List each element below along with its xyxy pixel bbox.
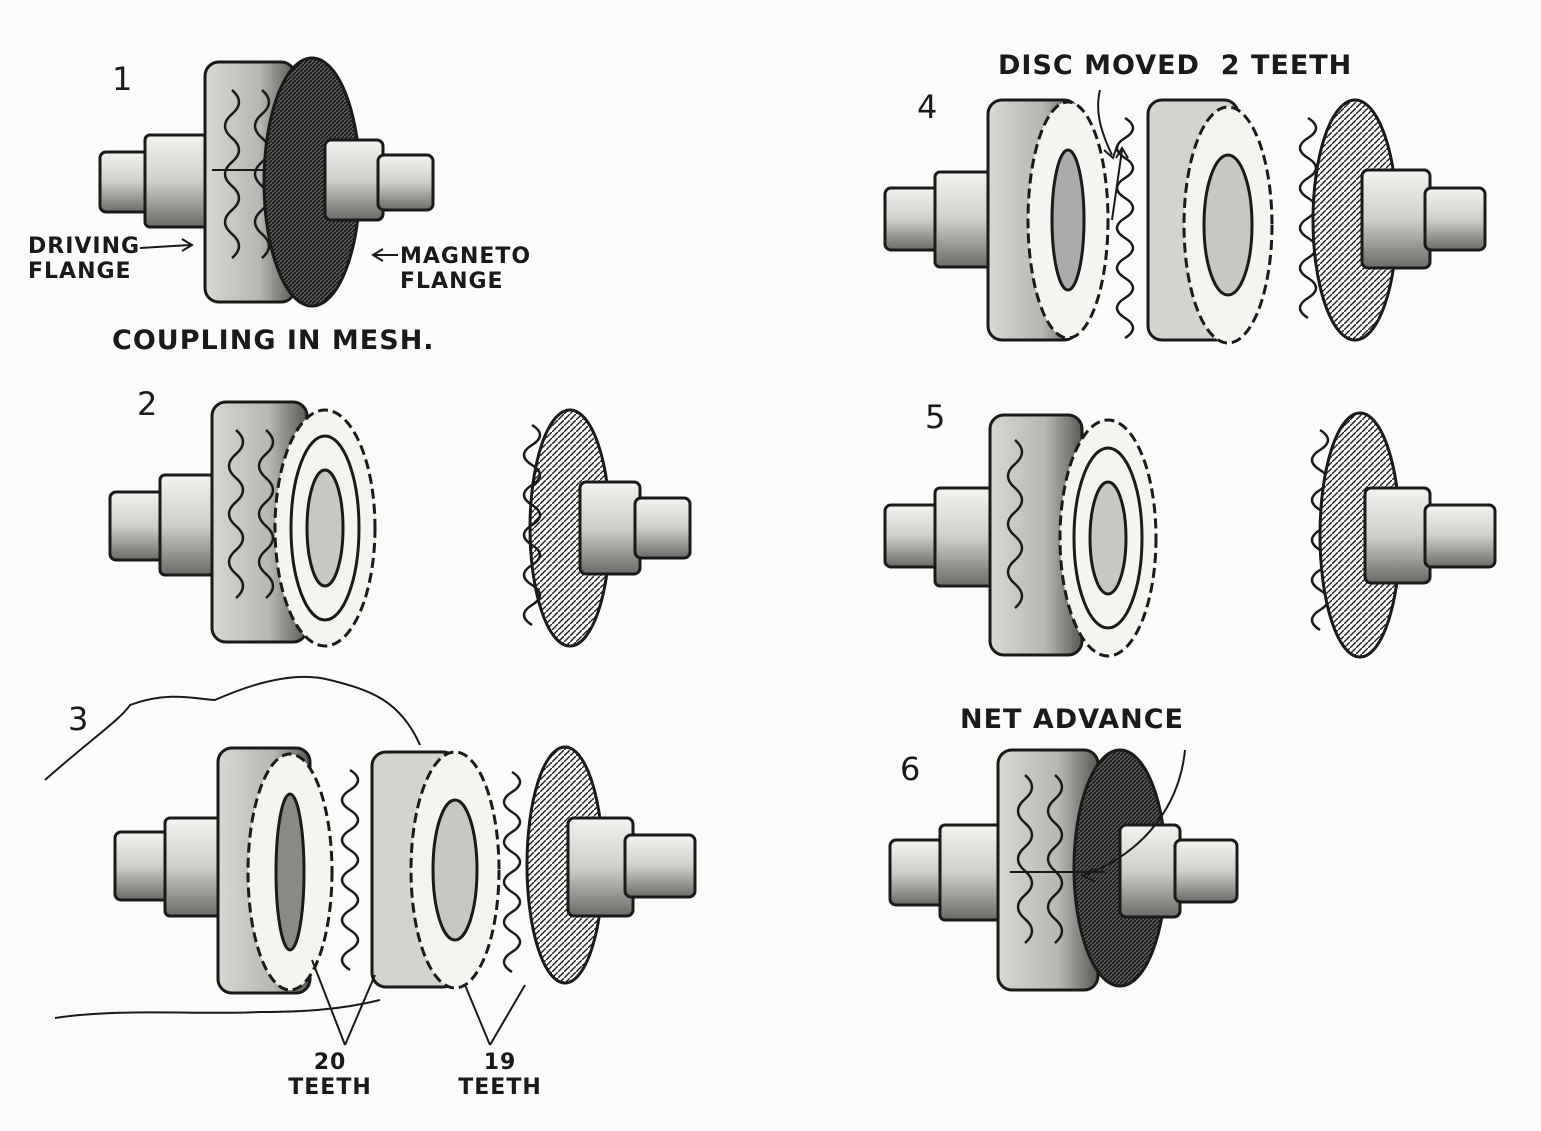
figure-2-disengaged	[108, 400, 692, 648]
panel-number-6: 6	[900, 750, 922, 788]
hand-outline	[44, 675, 421, 781]
magneto-shaft	[376, 153, 435, 212]
figure-4-disc-moved	[883, 89, 1487, 345]
panel-number-3: 3	[68, 700, 90, 738]
panel-number-4: 4	[917, 88, 939, 126]
net-advance-caption: NET ADVANCE	[960, 704, 1184, 735]
figure-6-net-advance	[888, 748, 1239, 992]
disc-moved-caption: DISC MOVED 2 TEETH	[998, 50, 1353, 81]
figure-5-disengaged	[883, 411, 1497, 659]
nineteen-teeth-label: 19 TEETH	[458, 1050, 542, 1100]
figure-3-hand-turning-disc	[44, 675, 697, 1046]
magneto-flange-label: MAGNETO FLANGE	[400, 244, 532, 294]
figure-1-coupling-in-mesh	[98, 56, 435, 308]
coupling-in-mesh-caption: COUPLING IN MESH.	[112, 325, 435, 356]
driving-flange-label: DRIVING FLANGE	[28, 234, 141, 284]
panel-number-1: 1	[112, 60, 134, 98]
panel-number-2: 2	[137, 385, 159, 423]
twenty-teeth-label: 20 TEETH	[288, 1050, 372, 1100]
panel-number-5: 5	[925, 398, 947, 436]
